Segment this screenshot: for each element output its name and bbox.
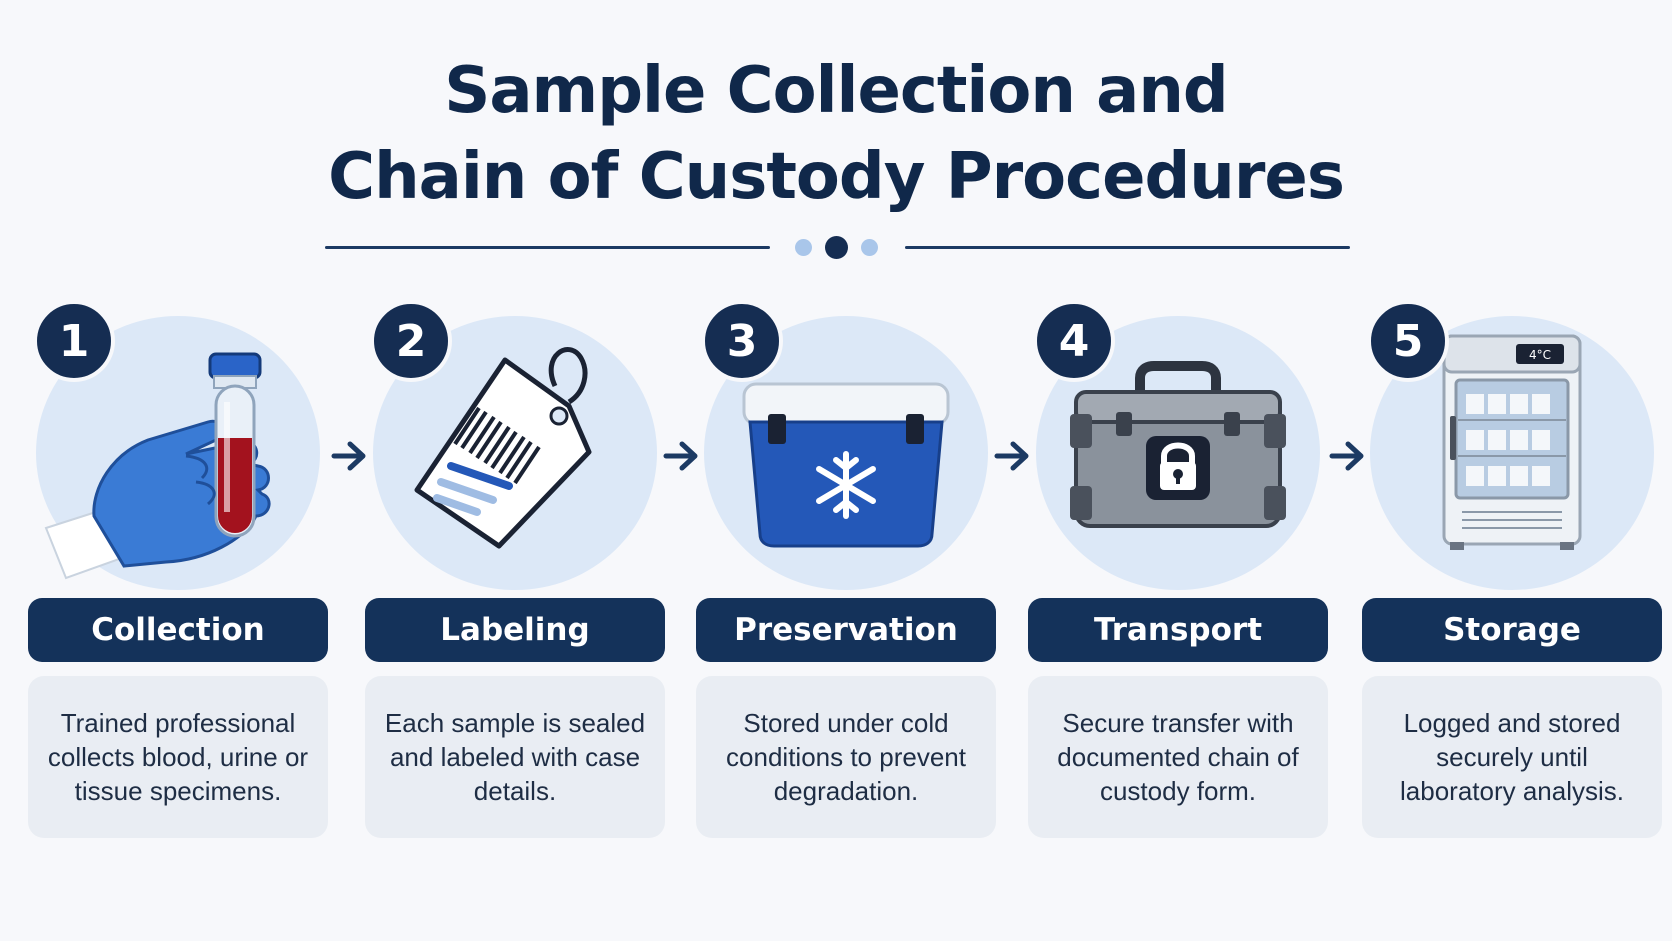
arrow-right-icon [1329, 441, 1364, 471]
step-label: Labeling [365, 598, 665, 662]
cooler-snowflake-icon [742, 382, 950, 548]
lab-refrigerator-icon: 4°C [1442, 334, 1582, 550]
step-storage: 4°C 5 Storage Logged and stored securely… [1362, 300, 1662, 840]
arrow-right-icon [994, 441, 1029, 471]
divider-dot-center [825, 236, 848, 259]
divider-left [325, 246, 770, 249]
step-description: Stored under cold conditions to prevent … [696, 676, 996, 838]
step-illustration [36, 316, 320, 590]
barcode-tag-icon [414, 347, 592, 549]
step-number: 4 [1033, 300, 1115, 382]
step-collection: 1 Collection Trained professional collec… [28, 300, 328, 840]
step-label: Transport [1028, 598, 1328, 662]
title-line-2: Chain of Custody Procedures [328, 140, 1345, 214]
step-description-text: Stored under cold conditions to prevent … [726, 708, 966, 806]
arrow-right-icon [663, 441, 698, 471]
divider-dot-left [795, 239, 812, 256]
fridge-temperature-display: 4°C [1529, 348, 1551, 362]
step-preservation: 3 Preservation Stored under cold conditi… [696, 300, 996, 840]
step-label: Storage [1362, 598, 1662, 662]
step-illustration [1036, 316, 1320, 590]
step-description: Secure transfer with documented chain of… [1028, 676, 1328, 838]
step-description: Logged and stored securely until laborat… [1362, 676, 1662, 838]
page-title: Sample Collection and Chain of Custody P… [0, 48, 1672, 220]
gloved-hand-test-tube-icon [44, 352, 271, 580]
step-number: 5 [1367, 300, 1449, 382]
step-labeling: 2 Labeling Each sample is sealed and lab… [365, 300, 665, 840]
step-label: Preservation [696, 598, 996, 662]
step-number: 1 [33, 300, 115, 382]
step-number: 2 [370, 300, 452, 382]
step-description-text: Trained professional collects blood, uri… [47, 708, 309, 806]
step-transport: 4 Transport Secure transfer with documen… [1028, 300, 1328, 840]
step-description: Trained professional collects blood, uri… [28, 676, 328, 838]
step-number: 3 [701, 300, 783, 382]
step-description-text: Secure transfer with documented chain of… [1057, 708, 1299, 806]
divider-right [905, 246, 1350, 249]
locked-case-icon [1070, 361, 1286, 528]
step-description-text: Each sample is sealed and labeled with c… [384, 708, 646, 806]
step-description-text: Logged and stored securely until laborat… [1400, 708, 1624, 806]
step-description: Each sample is sealed and labeled with c… [365, 676, 665, 838]
title-line-1: Sample Collection and [444, 54, 1228, 128]
arrow-right-icon [331, 441, 366, 471]
step-label: Collection [28, 598, 328, 662]
divider-dot-right [861, 239, 878, 256]
